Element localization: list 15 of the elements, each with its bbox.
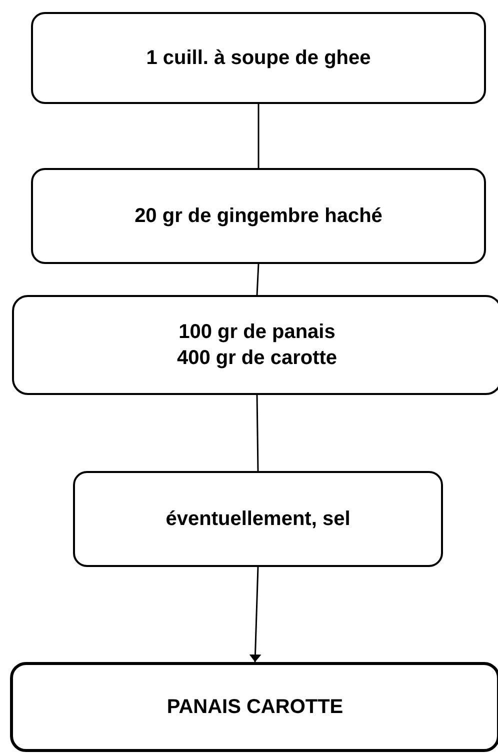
step-text: PANAIS CAROTTE: [166, 695, 344, 720]
connector-line: [256, 264, 260, 296]
result-box: [10, 662, 498, 752]
step-text: 100 gr de panais: [178, 320, 336, 345]
step-text: 400 gr de carotte: [176, 346, 338, 371]
step-text: 20 gr de gingembre haché: [134, 204, 382, 229]
connector-line: [258, 104, 260, 168]
step-text: éventuellement, sel: [166, 507, 350, 532]
ingredient-box: [31, 168, 486, 264]
step-text: 1 cuill. à soupe de ghee: [146, 46, 371, 71]
ingredient-box: [31, 12, 486, 104]
ingredient-box: [73, 471, 443, 567]
arrow: [252, 566, 259, 662]
connector-line: [256, 394, 259, 472]
ingredient-box: [12, 295, 498, 395]
